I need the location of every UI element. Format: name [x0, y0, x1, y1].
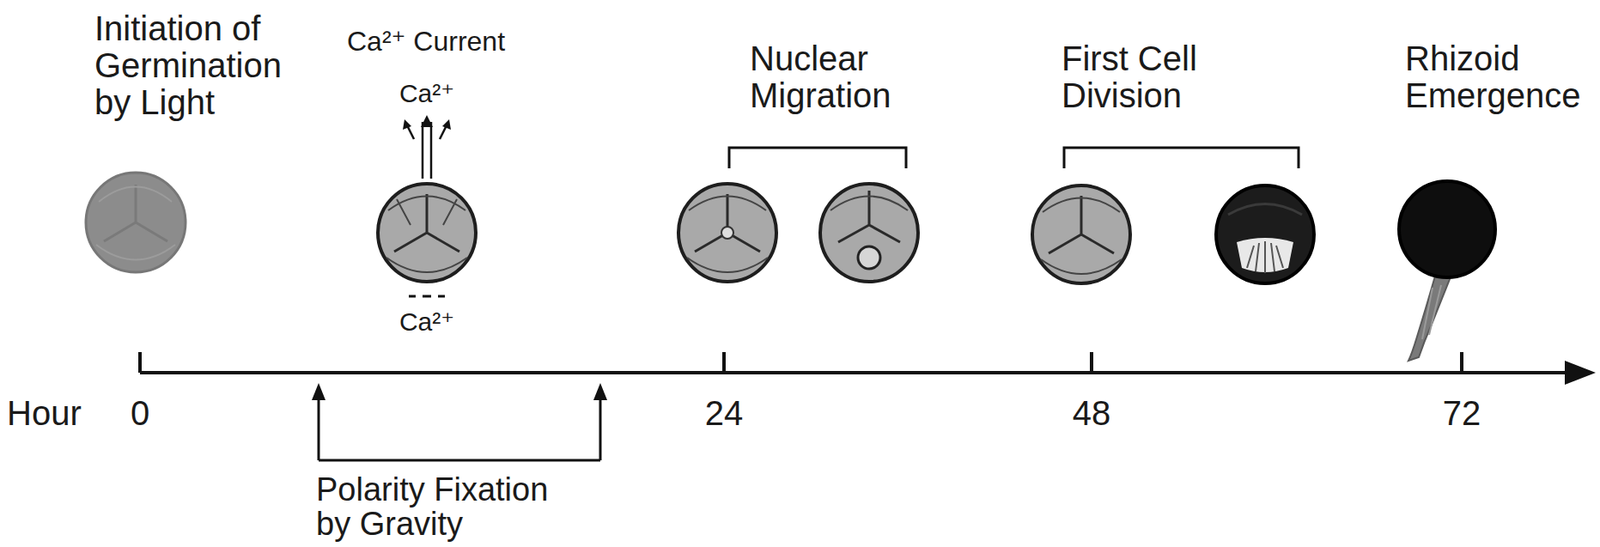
trilete-mark: [838, 190, 901, 243]
spore-figure: [85, 172, 186, 273]
spore-figure: [1032, 185, 1131, 284]
spore-texture: [830, 196, 908, 212]
trilete-mark: [394, 194, 460, 252]
spore-texture: [386, 196, 468, 274]
spore-body: [820, 183, 919, 282]
current-arrowhead: [420, 115, 433, 128]
spore-texture: [1040, 198, 1122, 275]
spore-body: [678, 183, 777, 282]
axis-arrowhead: [1564, 360, 1596, 385]
spore-figure: [678, 183, 777, 282]
rhizoid-cell-texture: [1247, 241, 1284, 274]
bracket: [1064, 147, 1299, 169]
stage-heading: Nuclear Migration: [749, 40, 922, 115]
bracket-arrow: [599, 396, 603, 461]
current-arrowhead: [442, 119, 451, 130]
current-dot: [422, 295, 432, 299]
trilete-mark: [1048, 195, 1114, 254]
bracket-arrowhead: [311, 383, 326, 401]
spore-figure: [377, 115, 476, 297]
tick-label: 0: [130, 393, 150, 433]
stage-heading: Initiation of Germination by Light: [94, 10, 318, 122]
time-axis: [139, 371, 1572, 375]
stage-heading: Rhizoid Emergence: [1405, 40, 1590, 115]
nucleus: [721, 226, 734, 239]
trilete-mark: [694, 194, 761, 252]
spore-figure: [1216, 185, 1315, 284]
spore-texture: [96, 187, 176, 261]
spore-body: [1032, 185, 1131, 284]
current-arrow: [421, 121, 425, 179]
spore-body: [377, 183, 476, 282]
bracket-line: [318, 459, 601, 463]
current-heading: Ca²⁺ Current: [346, 25, 505, 57]
bracket-arrow: [317, 396, 321, 461]
current-arrow: [430, 121, 433, 179]
spore-figure: [1399, 181, 1496, 361]
tick-label: 48: [1072, 393, 1112, 433]
bracket-label: Polarity Fixation by Gravity: [316, 472, 574, 542]
axis-title: Hour: [6, 393, 82, 433]
ion-label: Ca²⁺: [399, 79, 455, 109]
current-dot: [408, 295, 416, 299]
axis-tick: [1089, 352, 1094, 373]
current-dot: [438, 295, 445, 299]
spore-texture: [687, 196, 768, 274]
axis-tick: [1460, 352, 1464, 373]
current-arrowhead: [402, 119, 412, 130]
rhizoid-texture: [1422, 285, 1442, 340]
axis-tick: [722, 352, 726, 373]
spore-body: [1216, 185, 1315, 284]
spore-body: [1399, 181, 1496, 278]
tick-label: 24: [705, 393, 744, 433]
spore-body: [85, 172, 186, 273]
bracket-arrowhead: [593, 383, 608, 401]
ion-label: Ca²⁺: [399, 307, 455, 337]
nucleus: [857, 246, 881, 269]
rhizoid-cell: [1236, 237, 1294, 273]
spore-figure: [820, 183, 919, 282]
bracket: [729, 147, 907, 169]
tick-label: 72: [1442, 393, 1482, 433]
spore-texture: [1228, 204, 1302, 216]
axis-tick: [138, 352, 142, 373]
stage-heading: First Cell Division: [1061, 40, 1302, 115]
rhizoid: [1408, 273, 1452, 361]
